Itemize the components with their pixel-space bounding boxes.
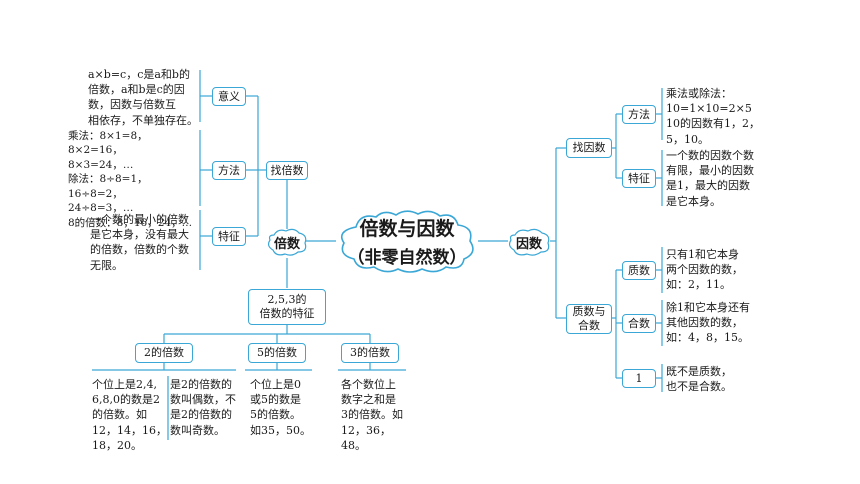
factor-feature-text: 一个数的因数个数 有限，最小的因数 是1，最大的因数 是它本身。: [666, 149, 754, 208]
meaning-text: a×b=c，c是a和b的 倍数，a和b是c的因 数，因数与倍数互 相依存，不单独…: [88, 68, 198, 127]
five-multiple-rule-text: 个位上是0 或5的数是 5的倍数。 如35，50。: [250, 378, 311, 437]
one-node: 1: [622, 369, 656, 388]
multiple-node: 倍数: [266, 227, 308, 257]
factor-method-text: 乘法或除法： 10=1×10=2×5 10的因数有1，2， 5，10。: [666, 87, 760, 146]
traits-node: 2,5,3的 倍数的特征: [248, 289, 326, 325]
multiple-label: 倍数: [273, 236, 300, 252]
prime-node: 质数: [622, 261, 656, 280]
two-multiple-node: 2的倍数: [135, 343, 193, 363]
prime-composite-node: 质数与 合数: [566, 304, 612, 334]
composite-text: 除1和它本身还有 其他因数的数， 如：4，8，15。: [666, 301, 750, 345]
center-topic: 倍数与因数 （非零自然数）: [334, 207, 480, 275]
center-subtitle: （非零自然数）: [347, 248, 467, 268]
prime-text: 只有1和它本身 两个因数的数， 如：2，11。: [666, 248, 743, 292]
factor-node: 因数: [507, 227, 551, 257]
find-multiples-node: 找倍数: [266, 161, 308, 180]
factor-feature-node: 特征: [622, 169, 656, 188]
multiple-method-text: 乘法：8×1=8，8×2=16， 8×3=24，… 除法：8÷8=1，16÷8=…: [68, 130, 193, 229]
two-multiple-rule-text: 个位上是2,4, 6,8,0的数是2 的倍数。如 12，14，16， 18，20…: [92, 378, 167, 452]
multiple-feature-node: 特征: [212, 227, 246, 246]
find-factors-node: 找因数: [566, 138, 612, 158]
factor-label: 因数: [515, 236, 542, 252]
meaning-node: 意义: [212, 87, 246, 106]
factor-cloud-shape: [508, 228, 550, 256]
multiple-method-node: 方法: [212, 161, 246, 180]
one-text: 既不是质数， 也不是合数。: [666, 365, 732, 394]
center-title: 倍数与因数: [359, 218, 455, 240]
five-multiple-node: 5的倍数: [248, 343, 306, 363]
three-multiple-node: 3的倍数: [341, 343, 399, 363]
center-cloud-shape: [340, 210, 474, 273]
multiple-feature-text: 一个数的最小的倍数 是它本身，没有最大 的倍数，倍数的个数 无限。: [90, 213, 189, 272]
multiple-cloud-shape: [267, 228, 307, 256]
even-odd-text: 是2的倍数的 数叫偶数，不 是2的倍数的 数叫奇数。: [170, 378, 236, 437]
composite-node: 合数: [622, 314, 656, 333]
factor-method-node: 方法: [622, 105, 656, 124]
three-multiple-rule-text: 各个数位上 数字之和是 3的倍数。如 12，36，48。: [341, 378, 403, 452]
